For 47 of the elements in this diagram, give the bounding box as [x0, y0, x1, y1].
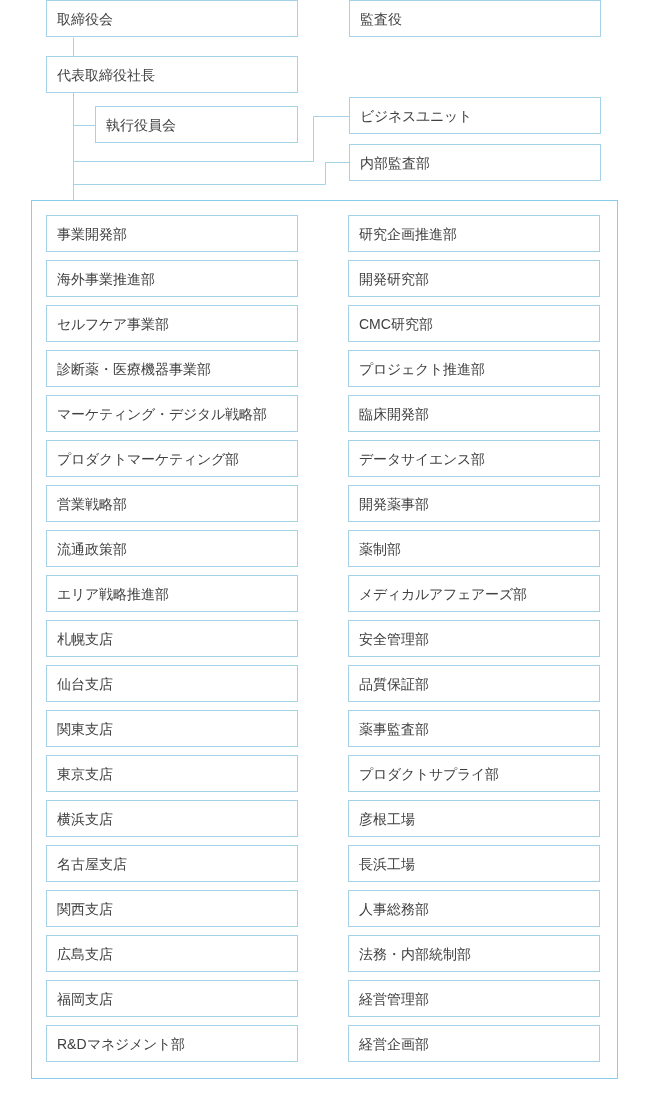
- org-unit-box: R&Dマネジメント部: [46, 1025, 298, 1062]
- org-unit-box: 薬事監査部: [348, 710, 600, 747]
- org-unit-box: プロダクトサプライ部: [348, 755, 600, 792]
- org-unit-box: 事業開発部: [46, 215, 298, 252]
- org-unit-box: 関西支店: [46, 890, 298, 927]
- org-unit-box: 開発薬事部: [348, 485, 600, 522]
- division-panel: [31, 200, 618, 1079]
- org-unit-box: ビジネスユニット: [349, 97, 601, 134]
- org-unit-box: 人事総務部: [348, 890, 600, 927]
- org-unit-box: 診断薬・医療機器事業部: [46, 350, 298, 387]
- org-unit-box: 薬制部: [348, 530, 600, 567]
- org-unit-box: 福岡支店: [46, 980, 298, 1017]
- connector-line: [73, 37, 74, 57]
- org-unit-box: 経営企画部: [348, 1025, 600, 1062]
- org-unit-box: メディカルアフェアーズ部: [348, 575, 600, 612]
- org-unit-box: エリア戦略推進部: [46, 575, 298, 612]
- org-unit-box: 代表取締役社長: [46, 56, 298, 93]
- org-unit-box: 監査役: [349, 0, 601, 37]
- org-unit-box: 法務・内部統制部: [348, 935, 600, 972]
- org-unit-box: 品質保証部: [348, 665, 600, 702]
- org-unit-box: 広島支店: [46, 935, 298, 972]
- org-unit-box: 流通政策部: [46, 530, 298, 567]
- org-unit-box: 長浜工場: [348, 845, 600, 882]
- org-unit-box: 仙台支店: [46, 665, 298, 702]
- org-unit-box: 横浜支店: [46, 800, 298, 837]
- org-unit-box: プロジェクト推進部: [348, 350, 600, 387]
- org-unit-box: 安全管理部: [348, 620, 600, 657]
- org-unit-box: マーケティング・デジタル戦略部: [46, 395, 298, 432]
- org-unit-box: 開発研究部: [348, 260, 600, 297]
- org-unit-box: CMC研究部: [348, 305, 600, 342]
- org-unit-box: セルフケア事業部: [46, 305, 298, 342]
- connector-line: [73, 93, 74, 201]
- org-unit-box: 札幌支店: [46, 620, 298, 657]
- org-unit-box: 彦根工場: [348, 800, 600, 837]
- org-unit-box: 営業戦略部: [46, 485, 298, 522]
- org-unit-box: 東京支店: [46, 755, 298, 792]
- org-unit-box: 経営管理部: [348, 980, 600, 1017]
- org-unit-box: 研究企画推進部: [348, 215, 600, 252]
- org-unit-box: 名古屋支店: [46, 845, 298, 882]
- org-unit-box: 海外事業推進部: [46, 260, 298, 297]
- org-unit-box: 関東支店: [46, 710, 298, 747]
- org-unit-box: 取締役会: [46, 0, 298, 37]
- org-unit-box: 内部監査部: [349, 144, 601, 181]
- org-unit-box: 執行役員会: [95, 106, 298, 143]
- org-unit-box: 臨床開発部: [348, 395, 600, 432]
- org-unit-box: プロダクトマーケティング部: [46, 440, 298, 477]
- org-unit-box: データサイエンス部: [348, 440, 600, 477]
